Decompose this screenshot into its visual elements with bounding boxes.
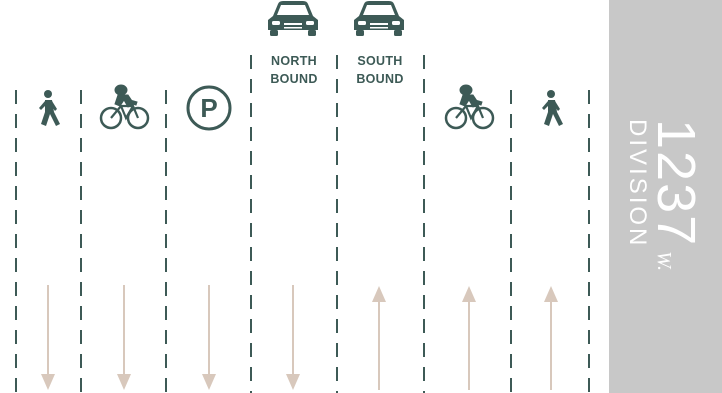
car-icon [268, 1, 318, 36]
building-block: 1237W. DIVISION [609, 0, 722, 393]
direction-arrow-up [462, 286, 476, 390]
direction-arrow-up [544, 286, 558, 390]
southbound-line2: BOUND [356, 72, 404, 86]
car-icon [354, 1, 404, 36]
building-direction: W. [653, 251, 675, 271]
direction-arrow-down [286, 285, 300, 390]
lane-label-northbound: NORTH BOUND [249, 52, 339, 88]
direction-arrow-down [41, 285, 55, 390]
parking-icon: P [186, 85, 232, 131]
building-address: 1237W. DIVISION [623, 119, 707, 271]
direction-arrow-down [117, 285, 131, 390]
building-street: DIVISION [624, 119, 651, 249]
direction-arrow-down [202, 285, 216, 390]
building-number: 1237 [646, 119, 706, 248]
cyclist-icon [99, 83, 150, 130]
walking-person-icon [542, 90, 563, 126]
walking-person-icon [39, 90, 60, 126]
direction-arrow-up [372, 286, 386, 390]
svg-text:P: P [200, 93, 217, 123]
cyclist-icon [444, 83, 495, 130]
lane-label-southbound: SOUTH BOUND [335, 52, 425, 88]
northbound-line1: NORTH [271, 54, 317, 68]
northbound-line2: BOUND [270, 72, 318, 86]
southbound-line1: SOUTH [357, 54, 403, 68]
